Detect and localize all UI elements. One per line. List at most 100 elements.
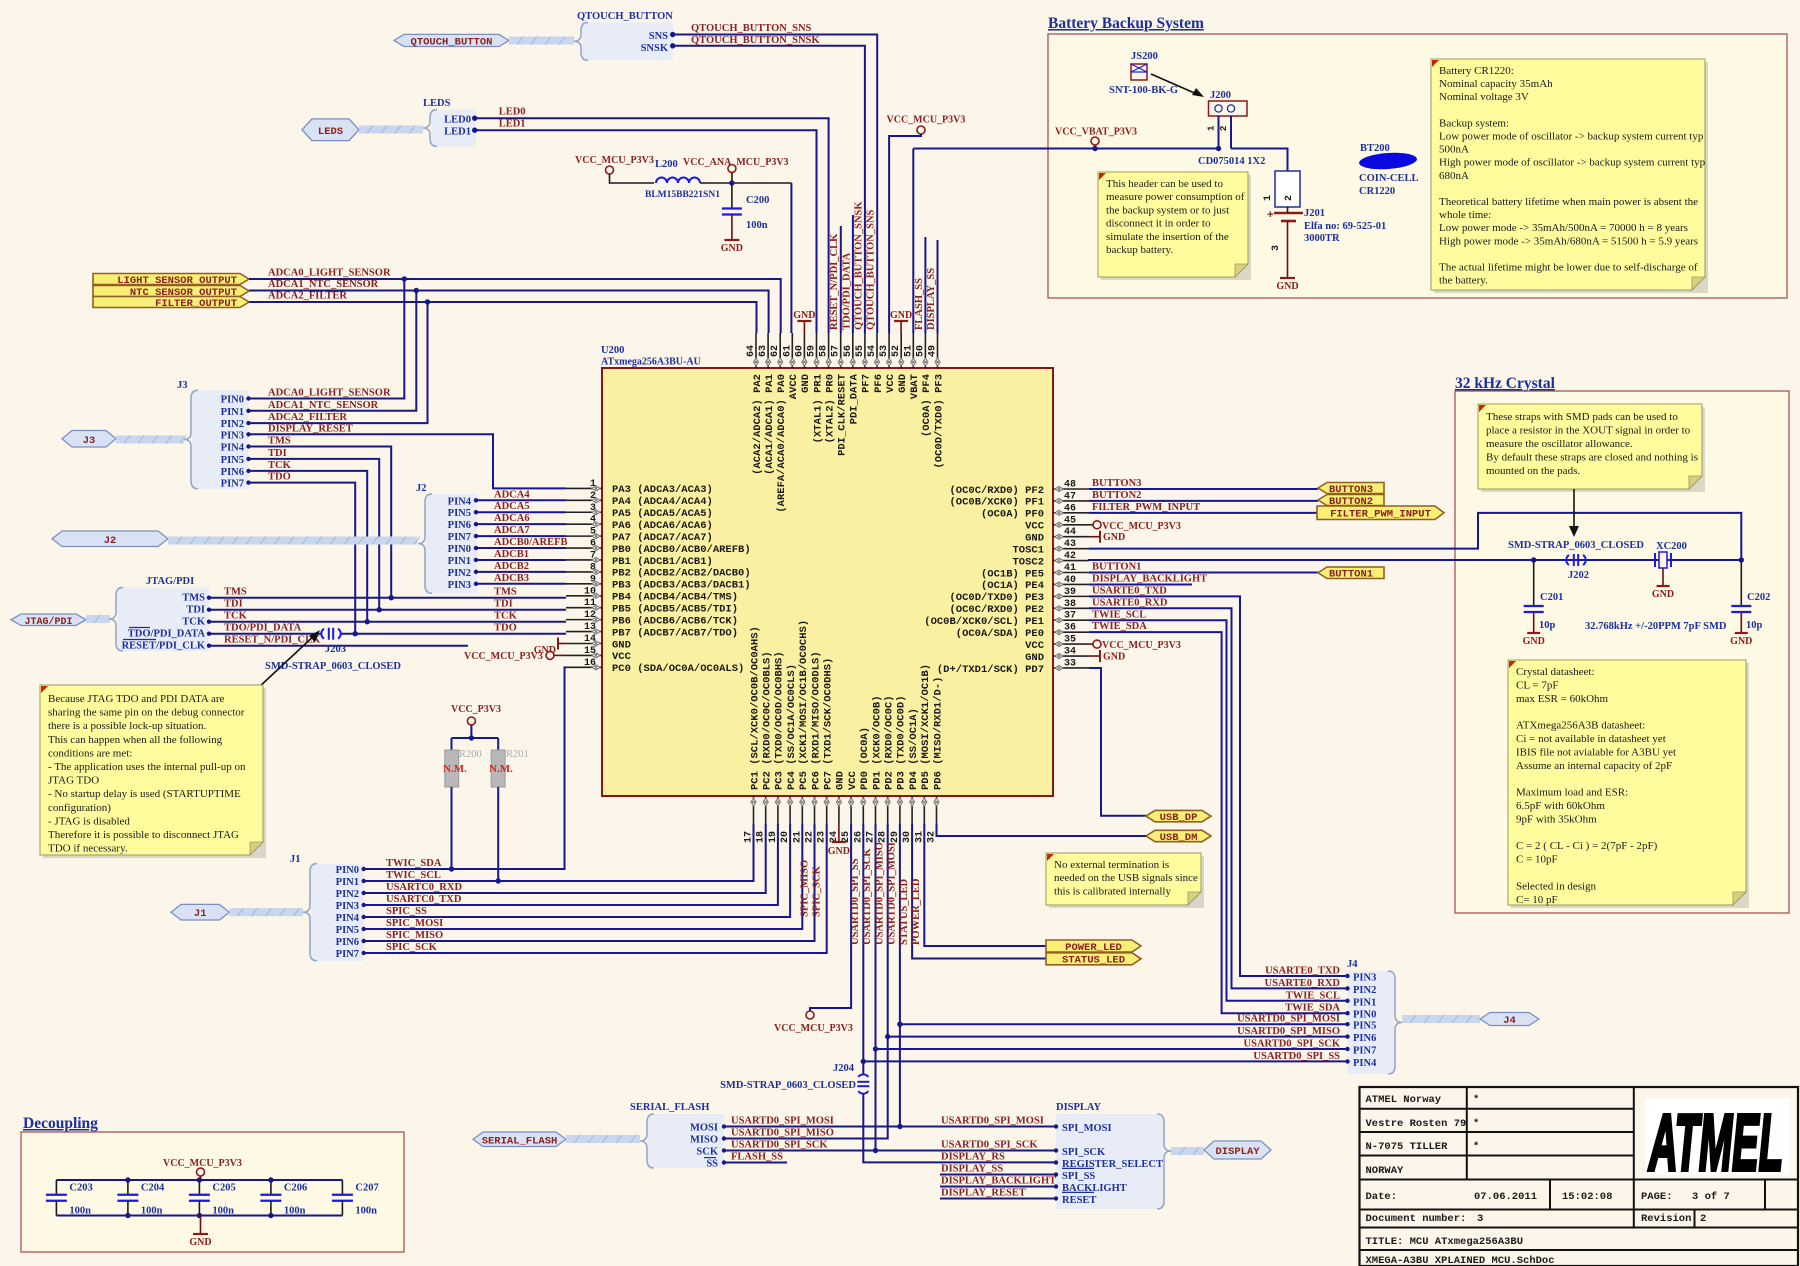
svg-text:PA6 (ADCA6/ACA6): PA6 (ADCA6/ACA6) <box>612 520 713 532</box>
svg-text:44: 44 <box>1064 527 1076 538</box>
svg-text:GND: GND <box>793 310 815 321</box>
svg-text:GND: GND <box>1025 533 1044 545</box>
svg-text:USARTD0_SPI_SCK: USARTD0_SPI_SCK <box>731 1140 828 1151</box>
svg-text:J201: J201 <box>1304 208 1325 219</box>
svg-text:32 kHz Crystal: 32 kHz Crystal <box>1455 375 1556 392</box>
svg-text:PIN4: PIN4 <box>448 496 472 507</box>
svg-text:(ACA1/ADCA1) PA1: (ACA1/ADCA1) PA1 <box>764 374 776 475</box>
svg-text:max ESR = 60kOhm: max ESR = 60kOhm <box>1516 693 1609 705</box>
svg-text:PIN1: PIN1 <box>1353 997 1376 1008</box>
svg-text:TITLE: MCU ATxmega256A3BU: TITLE: MCU ATxmega256A3BU <box>1366 1236 1524 1248</box>
svg-text:(D+/TXD1/SCK) PD7: (D+/TXD1/SCK) PD7 <box>937 664 1044 676</box>
svg-text:PIN3: PIN3 <box>336 901 359 912</box>
svg-text:6: 6 <box>590 539 596 550</box>
svg-text:29: 29 <box>890 831 901 843</box>
svg-text:SPIC_SCK: SPIC_SCK <box>386 942 438 953</box>
svg-text:3: 3 <box>1271 245 1282 251</box>
svg-text:37: 37 <box>1064 611 1076 622</box>
svg-text:USARTD0_SPI_MISO: USARTD0_SPI_MISO <box>874 842 885 945</box>
svg-text:J1: J1 <box>194 908 207 920</box>
svg-text:TDI: TDI <box>186 605 205 616</box>
svg-text:BUTTON2: BUTTON2 <box>1092 490 1141 501</box>
svg-text:GND: GND <box>1103 652 1125 663</box>
svg-text:PD5 (MOSI/XCK1/OC1B): PD5 (MOSI/XCK1/OC1B) <box>920 664 932 790</box>
svg-text:9pF with 35kOhm: 9pF with 35kOhm <box>1516 813 1597 825</box>
svg-text:SPIC_SCK: SPIC_SCK <box>812 865 823 917</box>
svg-text:(OC0A) PF0: (OC0A) PF0 <box>981 509 1044 521</box>
svg-text:100n: 100n <box>212 1206 234 1217</box>
svg-text:59: 59 <box>807 345 818 357</box>
svg-text:SPI_SS: SPI_SS <box>1062 1171 1095 1182</box>
svg-text:DISPLAY_BACKLIGHT: DISPLAY_BACKLIGHT <box>1092 574 1207 585</box>
svg-text:N-7075 TILLER: N-7075 TILLER <box>1366 1141 1449 1153</box>
svg-text:FILTER_PWM_INPUT: FILTER_PWM_INPUT <box>1092 502 1200 513</box>
svg-text:Elfa no: 69-525-01: Elfa no: 69-525-01 <box>1304 221 1386 232</box>
svg-text:IBIS file not avialable for A3: IBIS file not avialable for A3BU yet <box>1516 746 1676 758</box>
svg-text:QTOUCH_BUTTON_SNS: QTOUCH_BUTTON_SNS <box>866 209 877 330</box>
svg-text:PB4 (ADCB4/ACB4/TMS): PB4 (ADCB4/ACB4/TMS) <box>612 592 738 604</box>
svg-text:This can happen when all the f: This can happen when all the following <box>48 734 223 746</box>
svg-text:35: 35 <box>1064 635 1076 646</box>
svg-text:PF6: PF6 <box>873 374 885 393</box>
svg-text:2: 2 <box>1700 1213 1706 1225</box>
svg-text:PB1 (ADCB1/ACB1): PB1 (ADCB1/ACB1) <box>612 556 713 568</box>
svg-text:39: 39 <box>1064 587 1076 598</box>
svg-text:JTAG TDO: JTAG TDO <box>48 775 99 787</box>
svg-text:SMD-STRAP_0603_CLOSED: SMD-STRAP_0603_CLOSED <box>1508 540 1644 551</box>
svg-text:VCC_MCU_P3V3: VCC_MCU_P3V3 <box>774 1023 853 1034</box>
svg-text:PC4 (SS/OC1A/OC0CLS): PC4 (SS/OC1A/OC0CLS) <box>786 664 798 790</box>
svg-text:PIN2: PIN2 <box>1353 985 1376 996</box>
svg-text:POWER_LED: POWER_LED <box>911 878 922 945</box>
svg-text:GND: GND <box>1730 636 1752 647</box>
svg-text:11: 11 <box>584 598 596 609</box>
svg-text:TCK: TCK <box>268 460 292 471</box>
svg-text:backup battery.: backup battery. <box>1106 244 1173 256</box>
svg-text:62: 62 <box>770 345 781 357</box>
svg-text:USARTD0_SPI_SCK: USARTD0_SPI_SCK <box>941 1140 1038 1151</box>
svg-text:PIN0: PIN0 <box>1353 1010 1376 1021</box>
svg-text:USARTD0_SPI_SCK: USARTD0_SPI_SCK <box>862 848 873 945</box>
svg-text:BACKLIGHT: BACKLIGHT <box>1062 1183 1127 1194</box>
svg-text:VCC: VCC <box>612 651 632 663</box>
svg-text:VCC_MCU_P3V3: VCC_MCU_P3V3 <box>1102 521 1181 532</box>
svg-text:27: 27 <box>866 831 877 843</box>
svg-text:SPIC_MISO: SPIC_MISO <box>386 930 443 941</box>
svg-text:L200: L200 <box>655 159 678 170</box>
svg-text:49: 49 <box>928 345 939 357</box>
svg-text:ADCA5: ADCA5 <box>494 501 530 512</box>
svg-text:CD075014 1X2: CD075014 1X2 <box>1198 156 1265 167</box>
svg-text:PB3 (ADCB3/ACB3/DACB1): PB3 (ADCB3/ACB3/DACB1) <box>612 580 751 592</box>
svg-text:VCC: VCC <box>1025 521 1045 533</box>
svg-text:C201: C201 <box>1540 592 1563 603</box>
svg-text:Decoupling: Decoupling <box>23 1115 98 1132</box>
svg-text:PA5 (ADCA5/ACA5): PA5 (ADCA5/ACA5) <box>612 508 713 520</box>
svg-text:SNS: SNS <box>649 31 668 42</box>
svg-text:The actual lifetime might be l: The actual lifetime might be lower due t… <box>1439 262 1698 274</box>
svg-text:PIN3: PIN3 <box>221 430 244 441</box>
svg-text:C204: C204 <box>141 1183 165 1194</box>
svg-text:TWIE_SCL: TWIE_SCL <box>1286 990 1340 1001</box>
svg-text:PB5 (ADCB5/ACB5/TDI): PB5 (ADCB5/ACB5/TDI) <box>612 604 738 616</box>
svg-text:PIN6: PIN6 <box>336 937 359 948</box>
svg-text:TMS: TMS <box>268 436 291 447</box>
svg-text:TDO/PDI_DATA: TDO/PDI_DATA <box>841 252 852 330</box>
svg-text:USARTE0_RXD: USARTE0_RXD <box>1092 598 1168 609</box>
svg-text:PDI_CLK/RESET: PDI_CLK/RESET <box>837 374 849 456</box>
svg-text:TDI: TDI <box>224 599 243 610</box>
svg-text:10p: 10p <box>1539 620 1556 631</box>
svg-text:40: 40 <box>1064 575 1076 586</box>
svg-text:XC200: XC200 <box>1656 541 1687 552</box>
svg-text:USARTC0_RXD: USARTC0_RXD <box>386 882 462 893</box>
svg-text:58: 58 <box>819 345 830 357</box>
svg-text:VCC: VCC <box>1025 640 1045 652</box>
svg-text:U200: U200 <box>601 345 624 356</box>
svg-text:VCC_VBAT_P3V3: VCC_VBAT_P3V3 <box>1055 127 1137 138</box>
svg-text:Battery Backup System: Battery Backup System <box>1048 15 1204 32</box>
svg-text:GND: GND <box>828 846 850 857</box>
svg-text:USARTE0_TXD: USARTE0_TXD <box>1092 586 1167 597</box>
svg-text:2: 2 <box>1219 126 1229 131</box>
svg-text:ATMEL: ATMEL <box>1648 1098 1783 1187</box>
svg-text:15: 15 <box>584 646 596 657</box>
svg-text:PIN3: PIN3 <box>448 580 471 591</box>
svg-text:57: 57 <box>831 345 842 357</box>
